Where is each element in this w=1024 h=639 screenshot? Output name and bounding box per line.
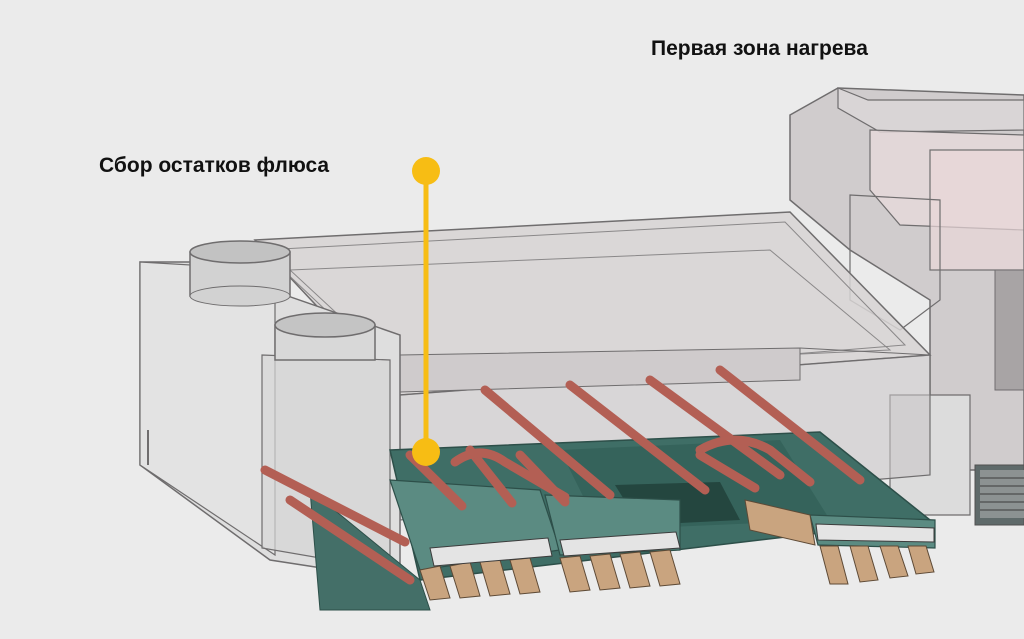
first-heating-zone-label: Первая зона нагрева	[651, 37, 868, 60]
heater-rods	[260, 365, 865, 585]
tray-fin-caps	[429, 523, 935, 567]
callout-pin-icon	[412, 157, 440, 185]
exhaust-pipe-rear	[189, 240, 291, 307]
callout-pin-icon	[412, 438, 440, 466]
flux-callout-marker	[412, 157, 440, 466]
heating-zone-housing	[789, 87, 1024, 526]
flux-collection-label: Сбор остатков флюса	[99, 154, 330, 177]
exhaust-pipe-front	[274, 312, 376, 361]
cooling-fins	[419, 499, 935, 601]
